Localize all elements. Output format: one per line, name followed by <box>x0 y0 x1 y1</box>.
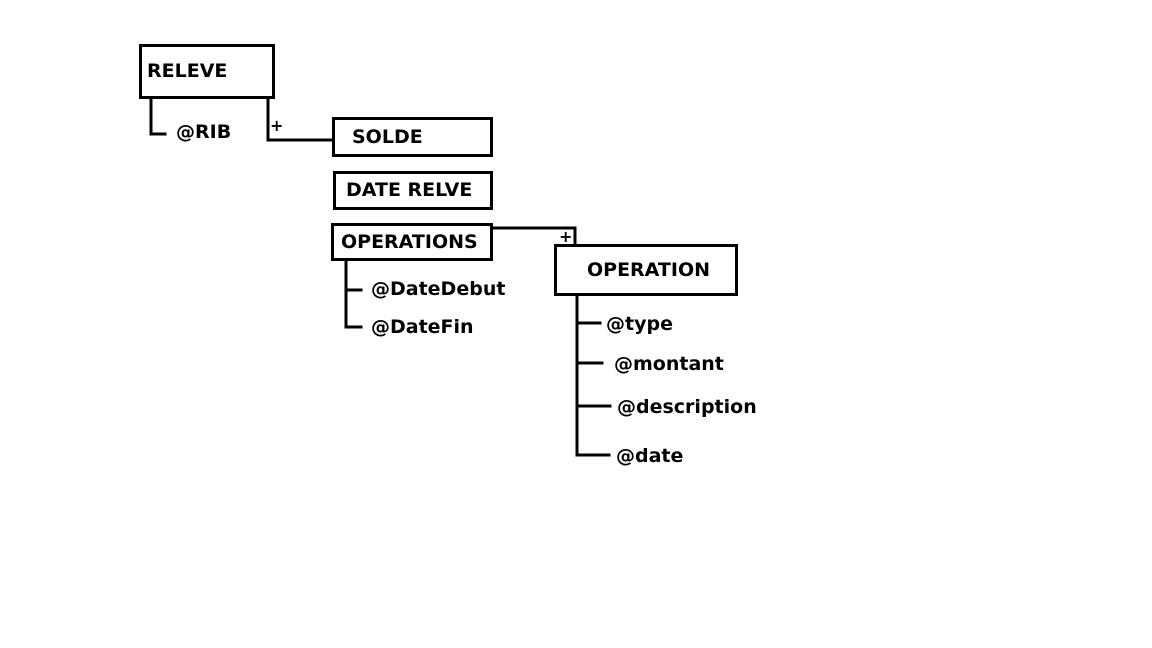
attr-date-debut: @DateDebut <box>371 278 506 300</box>
attr-date: @date <box>616 445 684 467</box>
connector-operations-datedebut <box>344 258 363 292</box>
connector-operation-trunk <box>575 294 611 457</box>
node-solde-label: SOLDE <box>352 125 423 148</box>
node-releve: RELEVE <box>139 44 275 99</box>
node-operation-label: OPERATION <box>587 258 710 281</box>
node-date-relve: DATE RELVE <box>333 171 493 210</box>
attr-rib: @RIB <box>176 121 232 143</box>
node-operation: OPERATION <box>554 244 738 296</box>
attr-type: @type <box>606 313 673 335</box>
connector-operations-datefin <box>344 288 363 329</box>
node-operations: OPERATIONS <box>331 223 493 261</box>
attr-montant: @montant <box>614 353 724 375</box>
attr-date-fin: @DateFin <box>371 316 474 338</box>
cardinality-operations-plus: + <box>559 227 573 246</box>
node-operations-label: OPERATIONS <box>341 230 478 253</box>
connector-operations-operation <box>490 226 577 247</box>
node-solde: SOLDE <box>332 117 493 157</box>
attr-description: @description <box>617 396 757 418</box>
connector-releve-solde <box>266 97 335 142</box>
node-releve-label: RELEVE <box>147 60 228 82</box>
cardinality-releve-plus: + <box>270 116 284 135</box>
node-date-relve-label: DATE RELVE <box>346 179 473 201</box>
connector-releve-rib <box>149 97 167 136</box>
